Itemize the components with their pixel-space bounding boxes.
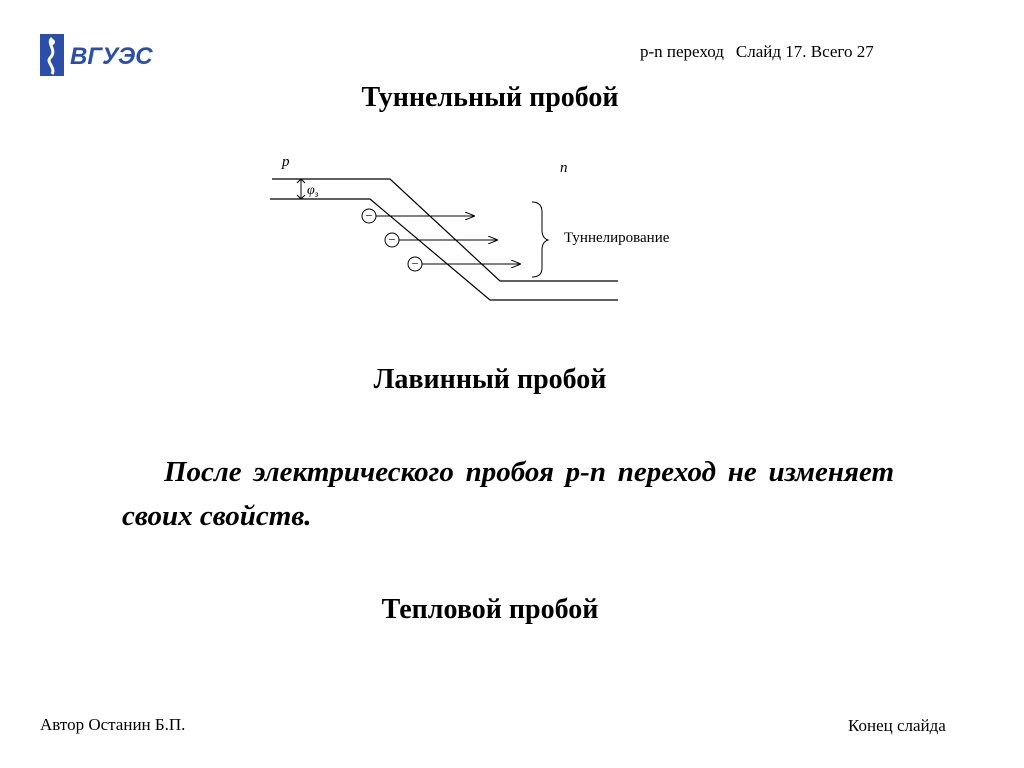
- end-slide-link[interactable]: Конец слайда: [848, 716, 946, 735]
- tunnel-breakdown-title: Туннельный пробой: [361, 82, 619, 113]
- avalanche-breakdown-title: Лавинный пробой: [373, 364, 607, 395]
- svg-text:−: −: [388, 232, 395, 247]
- region-n-label: n: [560, 160, 568, 176]
- tunneling-label: Туннелирование: [564, 230, 670, 246]
- electron-3: −: [407, 256, 423, 272]
- slide-topic: p-n переход: [640, 42, 724, 61]
- breakdown-statement: После электрического пробоя p-n переход …: [122, 456, 894, 532]
- slide-header-info: p-n переход Слайд 17. Всего 27: [640, 42, 960, 62]
- svg-text:−: −: [411, 256, 418, 271]
- tunneling-band-diagram: p n φз − − − Туннелирование: [270, 154, 670, 301]
- electron-1: −: [361, 208, 377, 224]
- author-credit: Автор Останин Б.П.: [40, 715, 186, 734]
- thermal-breakdown-title: Тепловой пробой: [381, 594, 599, 625]
- tunneling-brace: [531, 201, 550, 278]
- region-p-label: p: [281, 154, 290, 170]
- band-edge-upper: [272, 178, 618, 282]
- vguees-logo: ВГУЭС: [40, 34, 153, 76]
- svg-text:−: −: [365, 208, 372, 223]
- electron-2: −: [384, 232, 400, 248]
- slide-counter: Слайд 17. Всего 27: [735, 42, 874, 61]
- band-edge-lower: [270, 198, 618, 301]
- barrier-potential-label: φз: [307, 183, 319, 199]
- logo-wordmark: ВГУЭС: [70, 43, 153, 70]
